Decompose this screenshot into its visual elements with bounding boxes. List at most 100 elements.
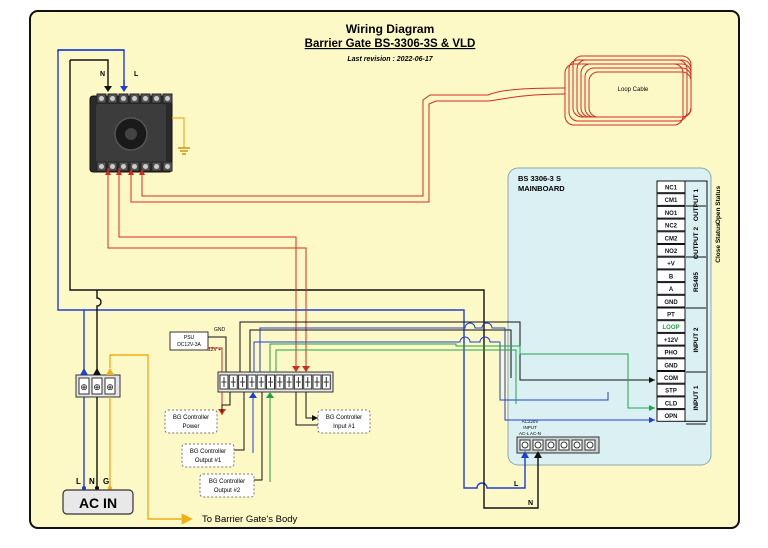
central-terminal: [275, 374, 285, 390]
svg-text:A: A: [669, 287, 674, 293]
mainboard-pin-nc1: NC1: [656, 180, 686, 194]
relay-bottom-terminals: [96, 161, 173, 175]
mainboard-pin-opn: OPN: [656, 409, 686, 422]
callout-input1-line2: Input #1: [333, 424, 355, 430]
diagram-subtitle: Barrier Gate BS-3306-3S & VLD: [305, 38, 476, 50]
acin-n-label: N: [89, 477, 95, 486]
svg-text:⊕: ⊕: [93, 382, 101, 392]
relay-terminal: [151, 161, 162, 172]
central-terminal: [238, 374, 248, 390]
svg-text:CM1: CM1: [665, 198, 678, 204]
central-terminal: [321, 374, 331, 390]
loop-lead-wire: [141, 87, 566, 197]
n-feed-wire: [69, 60, 539, 509]
mainboard-pin-gnd: GND: [656, 294, 686, 308]
svg-text:CLD: CLD: [665, 401, 678, 407]
arrow-icon: [292, 366, 300, 372]
callout-output1-line1: BG Controller: [190, 449, 226, 455]
svg-text:+V: +V: [667, 262, 675, 268]
mainboard-pin-pt: PT: [656, 307, 686, 321]
ac-in-box: [62, 489, 134, 515]
ac-input-label-3: AC-L AC-N: [519, 431, 541, 436]
mainboard-pin-loop: LOOP: [656, 320, 686, 333]
loop-cable-label: Loop Cable: [618, 87, 649, 93]
psu-box: [169, 331, 209, 351]
callout-power-line2: Power: [182, 424, 199, 430]
arrow-icon: [139, 169, 145, 175]
relay-terminal: [162, 161, 173, 172]
arrow-icon: [534, 451, 542, 458]
mainboard-pin-nc2: NC2: [656, 218, 686, 232]
arrow-icon: [128, 169, 134, 175]
svg-text:STP: STP: [665, 389, 677, 395]
callout-input1-line1: BG Controller: [326, 415, 362, 421]
relay-terminal: [162, 93, 173, 104]
ground-wire: [172, 117, 185, 148]
ac-n-wire: [70, 59, 109, 88]
mainboard-pin-stp: STP: [656, 383, 686, 397]
relay-n-label: N: [100, 71, 105, 78]
central-terminal: [293, 374, 303, 390]
group-label-input2: INPUT 2: [693, 327, 700, 352]
l-feed-wire: [84, 309, 526, 489]
central-terminal: [312, 374, 322, 390]
callout-bg-power: [164, 409, 218, 434]
relay-terminal: [96, 161, 107, 172]
central-terminal: [228, 374, 238, 390]
acin-g-label: G: [103, 477, 109, 486]
revision-date: Last revision : 2022-06-17: [347, 56, 433, 63]
ac-terminal-block: ⊕ ⊕ ⊕: [75, 374, 121, 398]
arrow-icon: [521, 451, 529, 458]
arrow-icon: [104, 86, 112, 92]
callout-output2-line2: Output #2: [214, 488, 241, 494]
status-label-close: Close Status: [715, 223, 722, 263]
central-terminals: [219, 374, 331, 390]
central-terminal: [219, 374, 229, 390]
arrow-icon: [649, 417, 655, 423]
svg-text:+12V: +12V: [664, 338, 678, 344]
svg-text:NC2: NC2: [665, 224, 678, 230]
ac-input-label-1: AC220V: [522, 419, 539, 424]
relay-l-label: L: [134, 71, 139, 78]
callout-output1-line2: Output #1: [195, 458, 222, 464]
central-terminal: [284, 374, 294, 390]
relay-terminal: [140, 93, 151, 104]
ground-icon: [178, 147, 190, 155]
callout-bg-output1: [181, 443, 235, 468]
mainboard-pin-v: +V: [656, 256, 686, 270]
mainboard-pin-b: B: [656, 269, 686, 283]
ac-in-label: AC IN: [79, 495, 117, 511]
relay-terminal: [107, 93, 118, 104]
svg-text:GND: GND: [664, 363, 678, 369]
loop-detector-relay: [89, 95, 173, 173]
svg-text:B: B: [669, 274, 674, 280]
relay-top-terminals: [96, 93, 173, 104]
central-terminal: [256, 374, 266, 390]
psu-gnd-label: GND: [214, 327, 226, 333]
status-label-open: Open Status: [715, 185, 722, 224]
mainboard-title: BS 3306-3 S: [518, 174, 561, 183]
mainboard-pin-a: A: [656, 282, 686, 295]
svg-text:GND: GND: [664, 300, 678, 306]
mainboard-subtitle: MAINBOARD: [518, 184, 565, 193]
svg-text:CM2: CM2: [665, 236, 678, 242]
central-terminal: [303, 374, 313, 390]
arrow-icon: [249, 392, 257, 398]
callout-output2-line1: BG Controller: [209, 479, 245, 485]
arrow-icon: [266, 392, 274, 398]
relay-terminal: [140, 161, 151, 172]
arrow-icon: [302, 366, 310, 372]
loop-cable-coil: [564, 55, 692, 126]
mainboard-pin-12v: +12V: [656, 332, 686, 346]
relay-terminal: [118, 93, 129, 104]
group-label-rs485: RS485: [693, 272, 700, 292]
arrow-icon: [80, 368, 88, 375]
svg-text:OPN: OPN: [664, 414, 677, 420]
mainboard-pin-no1: NO1: [656, 205, 686, 219]
acin-l-label: L: [76, 477, 81, 486]
svg-text:⊕: ⊕: [106, 382, 114, 392]
central-terminal: [247, 374, 257, 390]
arrow-icon: [649, 377, 655, 383]
